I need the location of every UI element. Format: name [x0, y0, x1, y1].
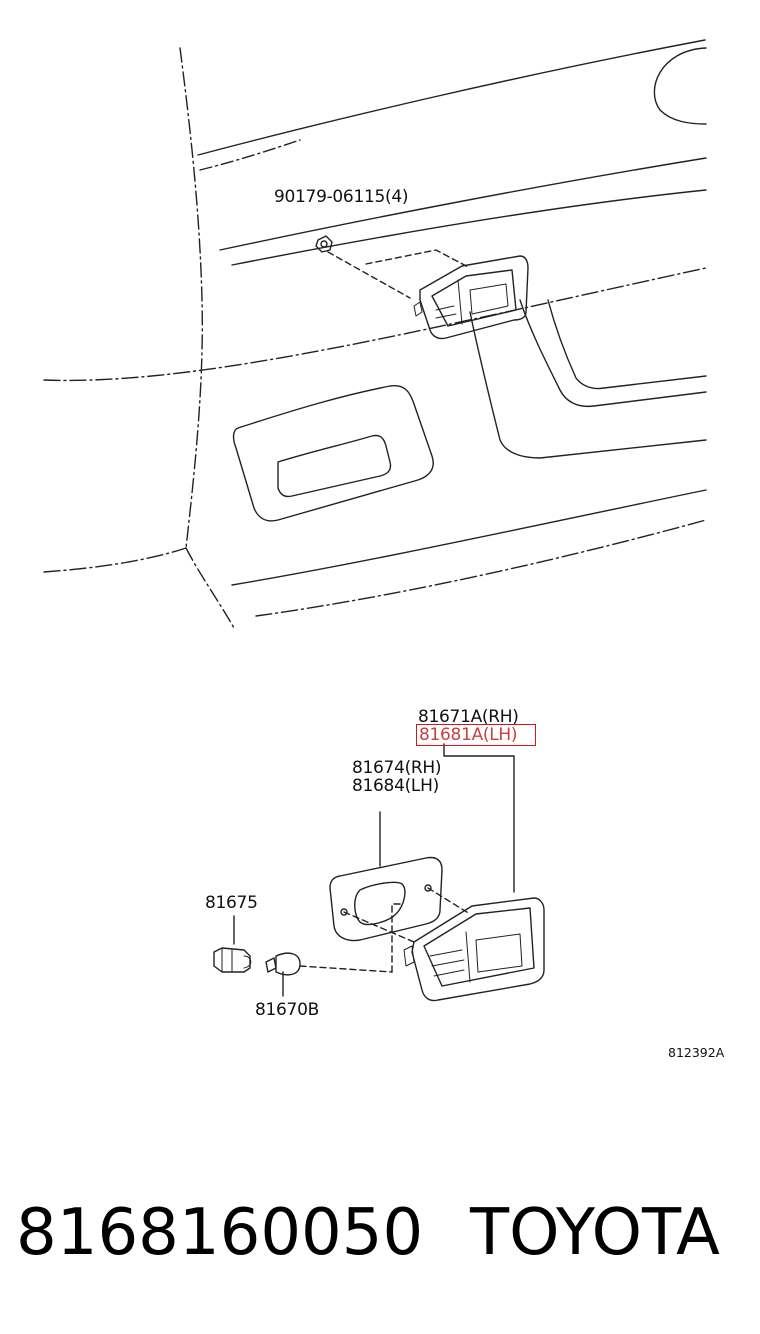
upper-assembly-leaders: [327, 249, 471, 299]
lower-assembly-leaders: [299, 887, 471, 973]
part-number: 8168160050: [16, 1196, 424, 1270]
label-gasket-rh: 81674(RH): [352, 758, 442, 778]
bolt-90179-06115: [315, 235, 333, 253]
label-lamp-rh: 81671A(RH): [418, 707, 519, 727]
label-lamp-lh: 81681A(LH): [419, 725, 518, 745]
label-socket: 81675: [205, 893, 258, 913]
label-bulb: 81670B: [255, 1000, 319, 1020]
socket-81675: [213, 947, 252, 973]
highlight-box: [416, 724, 536, 746]
gasket-81674: [329, 856, 443, 942]
figure-code: 812392A: [668, 1045, 725, 1060]
label-bolt: 90179-06115(4): [274, 187, 409, 207]
lamp-label-leader: [233, 743, 515, 997]
label-gasket-lh: 81684(LH): [352, 776, 439, 796]
lamp-81681A: [403, 897, 545, 1002]
vehicle-rear-body-outline: [43, 39, 707, 629]
lamp-installed-upper: [413, 255, 529, 340]
brand-name: TOYOTA: [470, 1196, 720, 1270]
bulb-81670B: [265, 952, 301, 976]
